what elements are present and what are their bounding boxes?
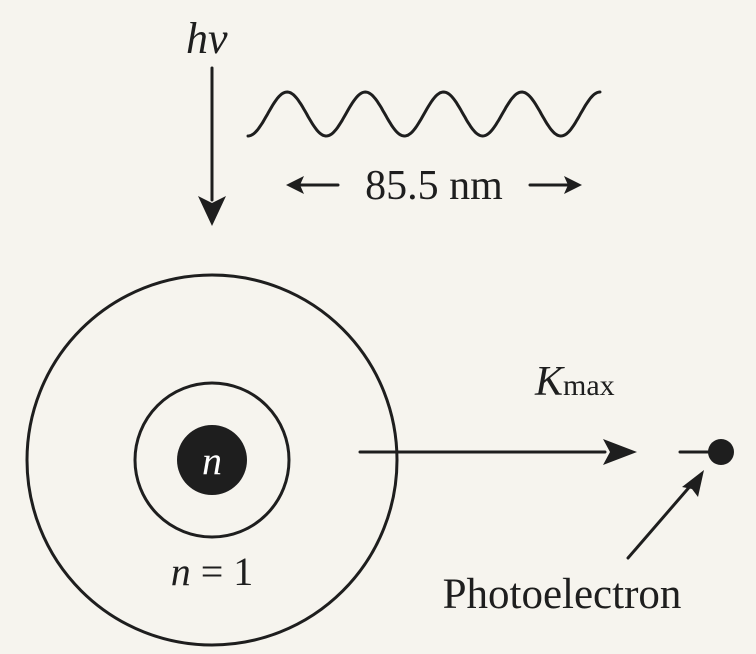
incident-photon-arrow (198, 66, 226, 226)
photoelectron-dot (708, 439, 734, 465)
energy-level-value: = 1 (191, 549, 254, 594)
wavelength-label: 85.5 nm (365, 163, 503, 209)
wavelength-dimension (286, 176, 582, 194)
photoelectron-pointer-arrow (626, 470, 704, 560)
nucleus-label: n (202, 438, 222, 483)
nucleus (177, 425, 247, 495)
kinetic-energy-subscript: max (563, 369, 615, 402)
energy-level-n: n (171, 549, 191, 594)
energy-level-label: n = 1 (171, 549, 254, 594)
kinetic-energy-label: Kmax (534, 359, 615, 405)
photon-wave (246, 90, 602, 138)
photon-energy-label: hν (186, 14, 228, 63)
outer-orbit (25, 273, 399, 647)
inner-orbit-n1 (133, 381, 291, 539)
ejection-arrow (358, 439, 637, 465)
photoelectron-label: Photoelectron (443, 571, 682, 618)
kinetic-energy-symbol: K (534, 359, 565, 405)
